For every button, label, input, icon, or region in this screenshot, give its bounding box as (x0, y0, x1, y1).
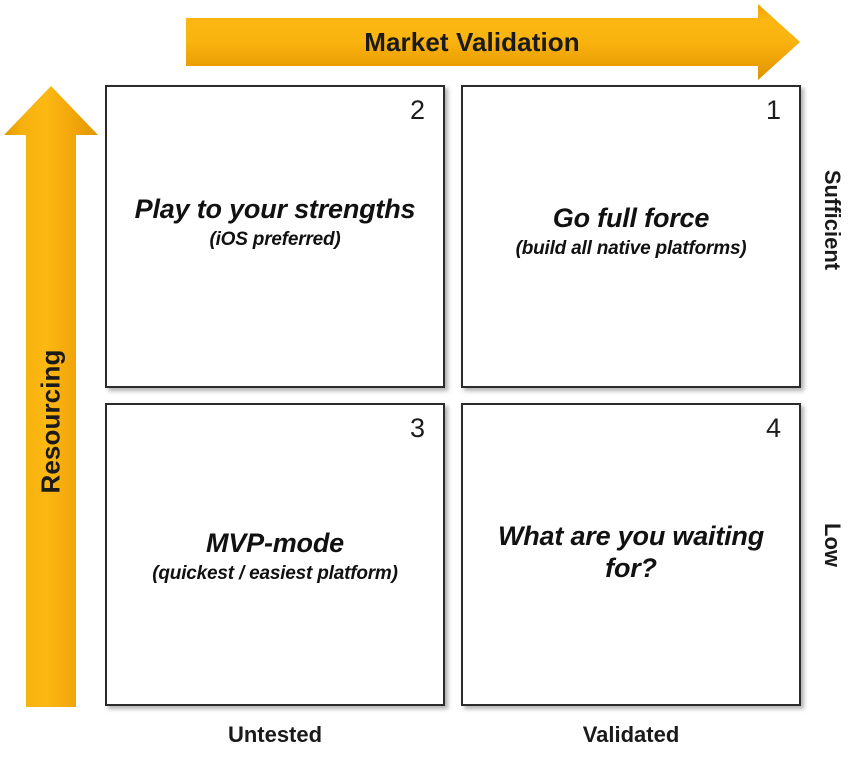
quadrant-top-left[interactable]: 2 Play to your strengths (iOS preferred) (105, 85, 445, 388)
arrow-up-shape (4, 86, 98, 707)
x-axis-tick-high: Validated (582, 722, 680, 747)
y-axis-tick-low: Low (812, 500, 852, 590)
quadrant-title: Play to your strengths (134, 194, 416, 224)
quadrant-content: MVP-mode (quickest / easiest platform) (113, 528, 437, 586)
market-validation-arrow (186, 4, 800, 80)
quadrant-bottom-right[interactable]: 4 What are you waiting for? (461, 403, 801, 706)
quadrant-content: What are you waiting for? (469, 521, 793, 588)
y-axis-tick-high-label: Sufficient (820, 169, 846, 271)
quadrant-number: 1 (765, 95, 781, 125)
quadrant-title: What are you waiting for? (497, 521, 765, 583)
quadrant-subtitle: (build all native platforms) (515, 237, 747, 259)
quadrant-number: 3 (409, 413, 425, 443)
x-axis-tick-low: Untested (227, 722, 323, 747)
quadrant-content: Play to your strengths (iOS preferred) (113, 194, 437, 252)
quadrant-subtitle: (iOS preferred) (209, 228, 341, 250)
quadrant-title: MVP-mode (206, 528, 344, 558)
quadrant-number: 2 (409, 95, 425, 125)
y-axis-tick-low-label: Low (820, 523, 845, 567)
y-axis-tick-high: Sufficient (812, 160, 852, 280)
quadrant-number: 4 (765, 413, 781, 443)
quadrant-content: Go full force (build all native platform… (469, 203, 793, 261)
arrow-right-shape (186, 4, 800, 80)
resourcing-arrow (4, 86, 98, 707)
quadrant-subtitle: (quickest / easiest platform) (152, 562, 398, 584)
quadrant-top-right[interactable]: 1 Go full force (build all native platfo… (461, 85, 801, 388)
quadrant-title: Go full force (552, 203, 710, 233)
quadrant-bottom-left[interactable]: 3 MVP-mode (quickest / easiest platform) (105, 403, 445, 706)
